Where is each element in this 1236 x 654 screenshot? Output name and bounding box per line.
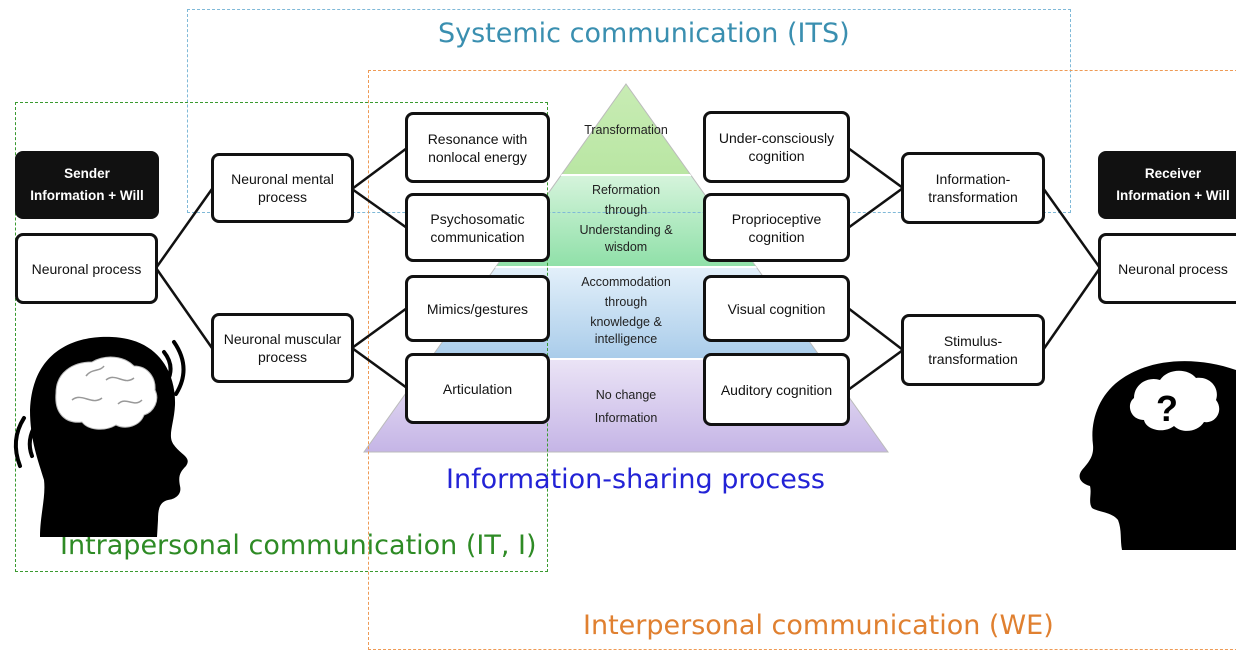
under-consciously-cognition-box: Under-consciously cognition bbox=[703, 111, 850, 183]
svg-text:?: ? bbox=[1156, 388, 1178, 429]
pyramid-text-accommodation: Accommodation through knowledge & intell… bbox=[581, 275, 671, 346]
information-sharing-label: Information-sharing process bbox=[446, 464, 825, 495]
receiver-neuronal-process: Neuronal process bbox=[1098, 233, 1236, 304]
systemic-label: Systemic communication (ITS) bbox=[438, 18, 850, 49]
information-transformation-box: Information-transformation bbox=[901, 152, 1045, 224]
systemic-region bbox=[187, 9, 1071, 213]
pyramid-text-no-change: No change Information bbox=[594, 388, 658, 425]
resonance-box: Resonance with nonlocal energy bbox=[405, 112, 550, 183]
receiver-box: Receiver Information + Will bbox=[1098, 151, 1236, 219]
stimulus-transformation-box: Stimulus-transformation bbox=[901, 314, 1045, 386]
mimics-gestures-box: Mimics/gestures bbox=[405, 275, 550, 342]
articulation-box: Articulation bbox=[405, 353, 550, 424]
sender-neuronal-process: Neuronal process bbox=[15, 233, 158, 304]
neuronal-muscular-process: Neuronal muscular process bbox=[211, 313, 354, 383]
psychosomatic-box: Psychosomatic communication bbox=[405, 193, 550, 262]
pyramid-text-reformation: Reformation through Understanding & wisd… bbox=[579, 183, 673, 254]
auditory-cognition-box: Auditory cognition bbox=[703, 353, 850, 426]
interpersonal-label: Interpersonal communication (WE) bbox=[583, 610, 1054, 641]
proprioceptive-cognition-box: Proprioceptive cognition bbox=[703, 193, 850, 262]
pyramid-text-transformation: Transformation bbox=[584, 123, 668, 137]
visual-cognition-box: Visual cognition bbox=[703, 275, 850, 342]
sender-box: Sender Information + Will bbox=[15, 151, 159, 219]
neuronal-mental-process: Neuronal mental process bbox=[211, 153, 354, 223]
